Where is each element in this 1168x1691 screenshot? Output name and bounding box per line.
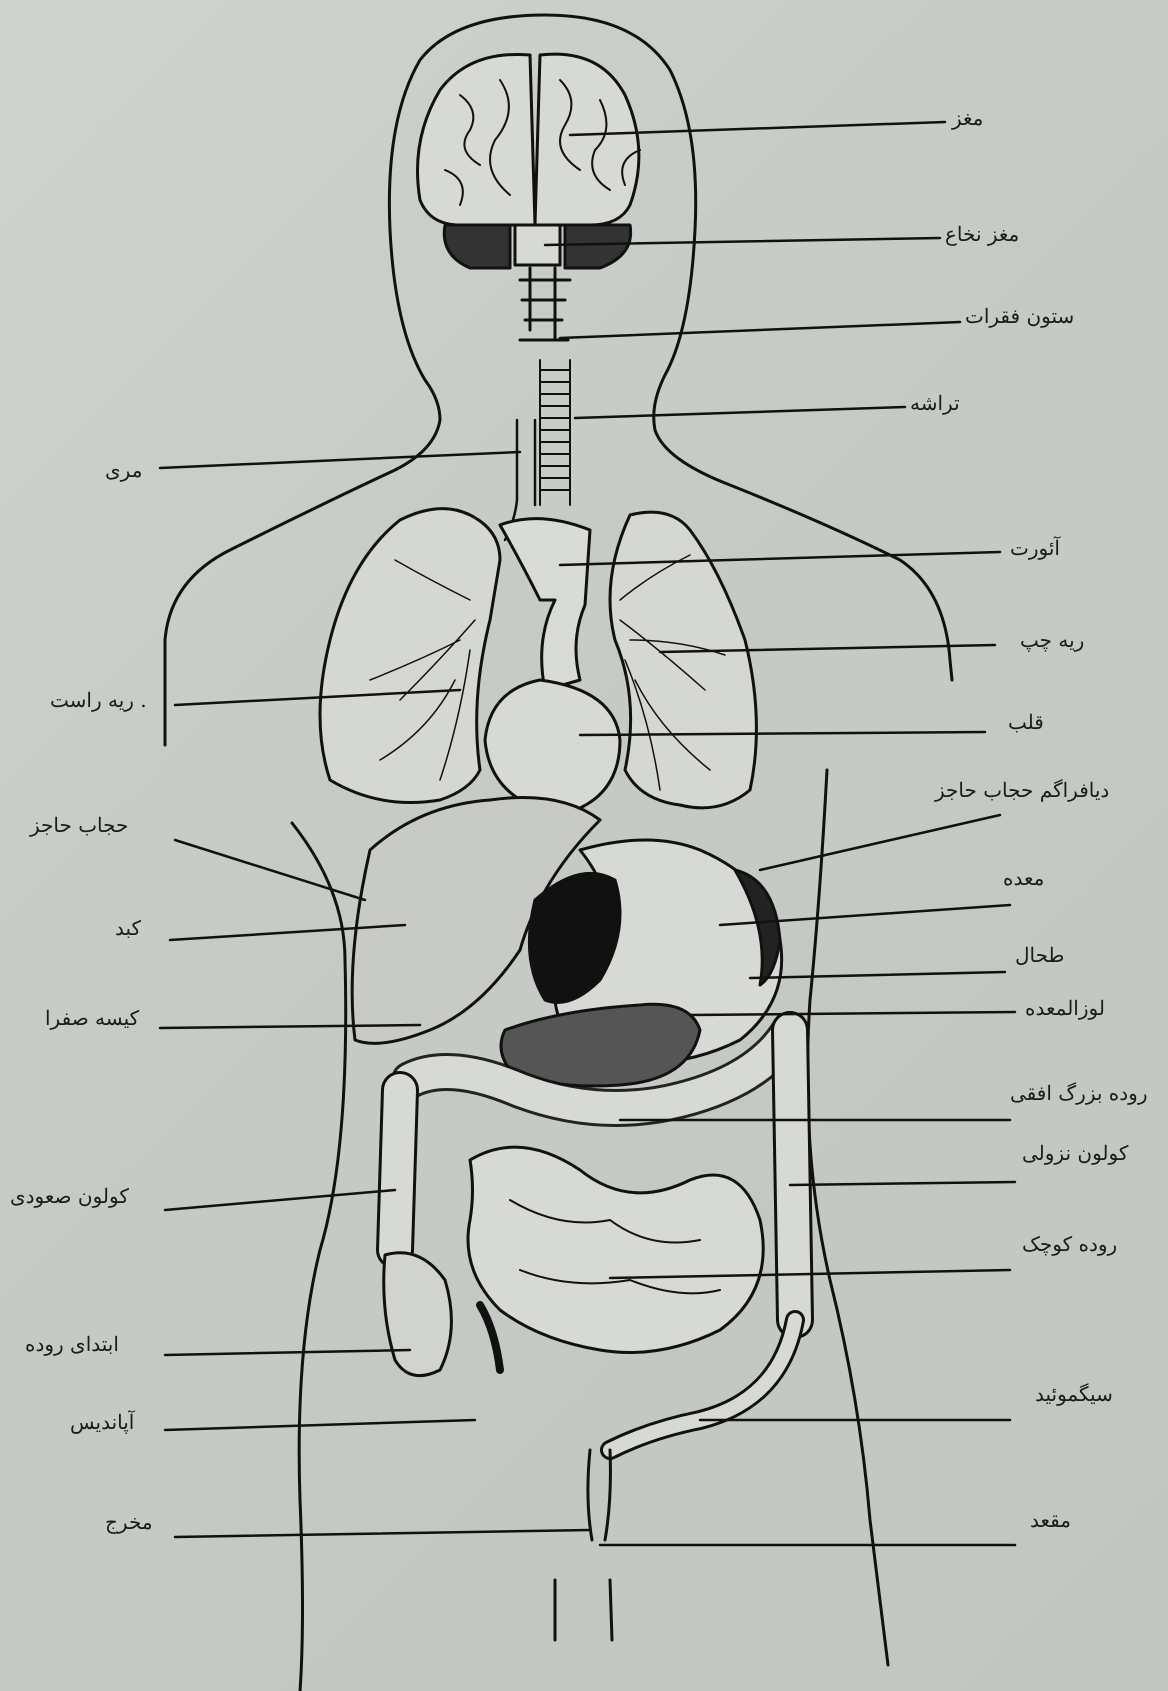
label-left-lung: ریه چپ	[1020, 630, 1084, 650]
label-esophagus: مری	[105, 460, 142, 480]
label-spine: ستون فقرات	[965, 306, 1074, 326]
label-right-lung: . ریه راست	[50, 690, 147, 710]
label-appendix: آپاندیس	[70, 1412, 134, 1432]
heart-shape	[485, 680, 620, 815]
label-ascending-colon: کولون صعودی	[10, 1186, 129, 1206]
label-transverse-colon: روده بزرگ افقی	[1010, 1083, 1147, 1103]
label-cerebellum: مغز نخاع	[945, 224, 1019, 244]
label-diaphragm-right: دیافراگم حجاب حاجز	[935, 780, 1109, 800]
left-waist-line	[292, 823, 346, 1691]
cecum-shape	[384, 1253, 452, 1376]
label-liver: کبد	[115, 918, 141, 938]
label-diaphragm-left: حجاب حاجز	[30, 815, 128, 835]
trachea-shape	[540, 360, 570, 505]
label-rectum: مقعد	[1030, 1510, 1071, 1530]
label-trachea: تراشه	[910, 393, 960, 413]
label-aorta: آئورت	[1010, 538, 1060, 558]
label-brain: مغز	[952, 108, 983, 128]
label-stomach: معده	[1003, 868, 1044, 888]
label-anus: مخرج	[105, 1512, 153, 1532]
label-descending-colon: کولون نزولی	[1022, 1143, 1128, 1163]
aorta-shape	[500, 519, 590, 690]
rectum-shape	[588, 1450, 611, 1540]
small-intestine	[468, 1147, 763, 1352]
label-gallbladder: کیسه صفرا	[45, 1008, 139, 1028]
right-waist-line	[808, 770, 889, 1665]
left-lung-shape	[610, 512, 756, 808]
label-cecum: ابتدای روده	[25, 1334, 119, 1354]
label-pancreas: لوزالمعده	[1025, 998, 1105, 1018]
spine-shape	[520, 268, 570, 340]
label-sigmoid: سیگموئید	[1035, 1384, 1113, 1404]
label-spleen: طحال	[1015, 945, 1064, 965]
label-small-intestine: روده کوچک	[1022, 1234, 1117, 1254]
appendix-shape	[480, 1305, 500, 1370]
label-heart: قلب	[1008, 712, 1044, 732]
brain-shape	[418, 54, 641, 268]
legs-hint	[555, 1580, 612, 1640]
right-lung-shape	[320, 509, 500, 803]
